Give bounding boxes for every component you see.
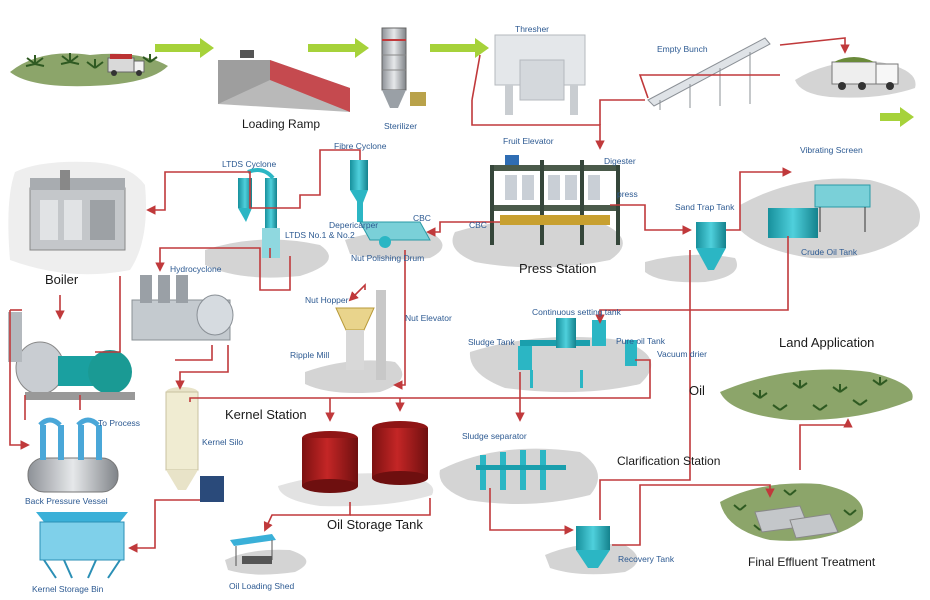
boiler-building xyxy=(29,170,126,251)
label-back-pressure-vessel: Back Pressure Vessel xyxy=(25,496,108,506)
sludge-separator xyxy=(476,450,566,490)
label-vibrating-screen: Vibrating Screen xyxy=(800,145,863,155)
label-press-station: Press Station xyxy=(519,261,597,276)
back-pressure-vessel xyxy=(27,417,119,493)
flow-lines xyxy=(9,37,853,553)
kernel-storage-bin xyxy=(36,512,128,579)
label-oil-storage-tank: Oil Storage Tank xyxy=(327,517,423,532)
label-oil-loading-shed: Oil Loading Shed xyxy=(229,581,295,591)
empty-bunch-conveyor xyxy=(647,37,771,110)
label-press: press xyxy=(617,189,638,199)
flow-direction-arrows xyxy=(155,38,914,127)
thresher xyxy=(494,34,586,115)
label-land-application: Land Application xyxy=(779,335,875,350)
fibre-cyclone xyxy=(350,160,368,222)
label-kernel-station: Kernel Station xyxy=(225,407,307,422)
fruit-truck xyxy=(107,54,145,76)
label-final-effluent-treatment: Final Effluent Treatment xyxy=(748,555,876,569)
label-vacuum-drier: Vacuum drier xyxy=(657,349,707,359)
label-nut-elevator: Nut Elevator xyxy=(405,313,452,323)
depericarper xyxy=(359,221,431,248)
label-boiler: Boiler xyxy=(45,272,79,287)
label-sludge-tank: Sludge Tank xyxy=(468,337,515,347)
label-ripple-mill: Ripple Mill xyxy=(290,350,330,360)
sterilizer xyxy=(381,27,426,108)
label-pure-oil-tank: Pure oil Tank xyxy=(616,336,665,346)
label-oil: Oil xyxy=(689,383,705,398)
label-to-process: To Process xyxy=(98,418,141,428)
press-station-structure xyxy=(490,155,620,245)
label-recovery-tank: Recovery Tank xyxy=(618,554,675,564)
label-thresher: Thresher xyxy=(515,24,550,34)
label-empty-bunch: Empty Bunch xyxy=(657,44,708,54)
label-kernel-silo: Kernel Silo xyxy=(202,437,244,447)
label-ltds-cyclone: LTDS Cyclone xyxy=(222,159,277,169)
label-loading-ramp: Loading Ramp xyxy=(242,117,321,131)
label-ltds-no12: LTDS No.1 & No.2 xyxy=(285,230,355,240)
hydrocyclone-unit xyxy=(131,275,234,341)
ltds-cyclones xyxy=(238,168,280,258)
label-fruit-elevator: Fruit Elevator xyxy=(503,136,554,146)
effluent-ponds xyxy=(754,505,839,539)
label-digester: Digester xyxy=(604,156,636,166)
label-clarification-station: Clarification Station xyxy=(617,454,721,468)
palm-trees xyxy=(25,53,888,531)
label-hydrocyclone: Hydrocyclone xyxy=(170,264,222,274)
label-kernel-storage-bin: Kernel Storage Bin xyxy=(32,584,104,594)
label-cbc-press: CBC xyxy=(469,220,487,230)
label-cbc-depericarper: CBC xyxy=(413,213,431,223)
turbine-generator xyxy=(8,312,135,400)
oil-loading-shed xyxy=(230,534,276,566)
label-sterilizer: Sterilizer xyxy=(384,121,418,131)
label-depericarper: Depericarper xyxy=(329,220,379,230)
label-fibre-cyclone: Fibre Cyclone xyxy=(334,141,387,151)
label-nut-hopper: Nut Hopper xyxy=(305,295,349,305)
label-nut-polishing-drum: Nut Polishing Drum xyxy=(351,253,425,263)
label-sludge-separator: Sludge separator xyxy=(462,431,527,441)
vibrating-screen-crude-oil-tank xyxy=(768,184,871,238)
oil-storage-tanks xyxy=(302,421,428,493)
clarification-tanks xyxy=(518,318,637,388)
sand-trap-tank xyxy=(696,222,726,270)
recovery-tank xyxy=(576,526,610,568)
empty-bunch-truck xyxy=(831,57,899,90)
nut-hopper xyxy=(335,290,386,380)
loading-ramp xyxy=(218,50,350,112)
label-continuous-setting-tank: Continuous setting tank xyxy=(532,307,621,317)
label-crude-oil-tank: Crude Oil Tank xyxy=(801,247,858,257)
label-sand-trap-tank: Sand Trap Tank xyxy=(675,202,735,212)
kernel-silo xyxy=(165,387,224,502)
